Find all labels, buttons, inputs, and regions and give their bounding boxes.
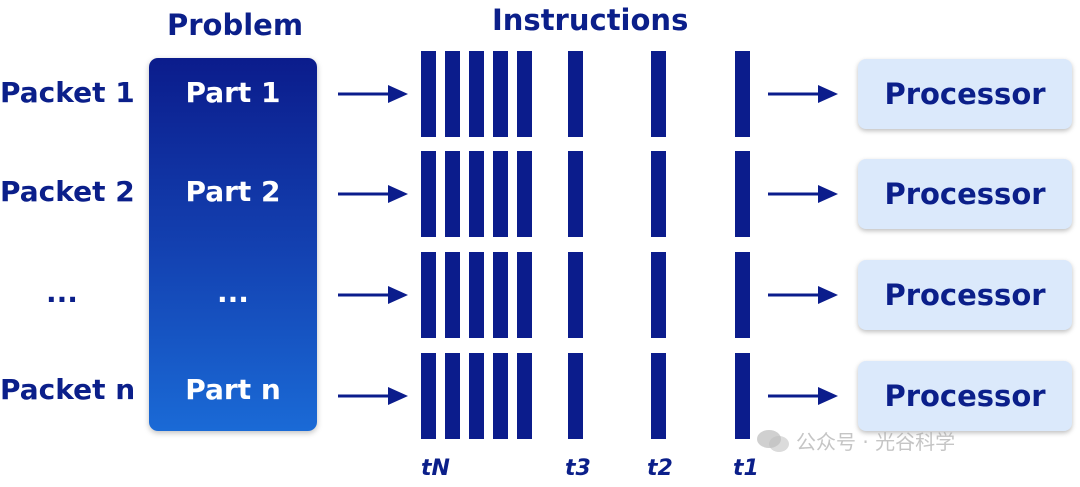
arrow-right-icon	[338, 286, 408, 304]
processor-box-4: Processor	[858, 361, 1072, 431]
instruction-bar	[493, 51, 508, 137]
problem-box: Part 1 Part 2 ... Part n	[149, 58, 317, 431]
time-label-tN: tN	[421, 456, 450, 481]
instruction-bar	[568, 51, 583, 137]
packet-label-2: Packet 2	[0, 175, 135, 208]
instruction-bar	[421, 151, 436, 237]
processor-label: Processor	[884, 278, 1046, 312]
instruction-bar	[421, 353, 436, 439]
instruction-bar	[568, 151, 583, 237]
instruction-bar	[568, 353, 583, 439]
part-label-ellipsis: ...	[217, 276, 249, 309]
instruction-bar	[517, 353, 532, 439]
instruction-bar	[421, 252, 436, 338]
watermark: 公众号 · 光谷科学	[756, 426, 955, 455]
instruction-bar	[445, 151, 460, 237]
instruction-bar	[651, 151, 666, 237]
packet-label-1: Packet 1	[0, 76, 135, 109]
problem-heading: Problem	[167, 8, 304, 42]
arrow-right-icon	[338, 85, 408, 103]
processor-label: Processor	[884, 77, 1046, 111]
processor-label: Processor	[884, 379, 1046, 413]
instruction-bar	[517, 151, 532, 237]
part-label-1: Part 1	[185, 76, 281, 109]
instruction-bar	[421, 51, 436, 137]
instruction-bar	[493, 353, 508, 439]
time-label-t1: t1	[733, 456, 759, 481]
arrow-right-icon	[338, 185, 408, 203]
arrow-right-icon	[768, 286, 838, 304]
instruction-bar	[469, 51, 484, 137]
instruction-bar	[651, 252, 666, 338]
instruction-bar	[493, 252, 508, 338]
arrow-right-icon	[768, 185, 838, 203]
instruction-bar	[493, 151, 508, 237]
processor-box-2: Processor	[858, 159, 1072, 229]
instruction-bar	[445, 51, 460, 137]
instruction-bar	[445, 252, 460, 338]
instruction-bar	[735, 151, 750, 237]
instruction-bar	[651, 353, 666, 439]
instruction-bar	[735, 252, 750, 338]
wechat-icon	[757, 429, 789, 452]
instruction-bar	[469, 252, 484, 338]
arrow-right-icon	[338, 387, 408, 405]
instructions-heading: Instructions	[492, 3, 689, 37]
processor-label: Processor	[884, 177, 1046, 211]
instruction-bar	[651, 51, 666, 137]
instruction-bar	[469, 353, 484, 439]
packet-label-n: Packet n	[0, 373, 136, 406]
processor-box-1: Processor	[858, 59, 1072, 129]
instruction-bar	[735, 51, 750, 137]
instruction-bar	[445, 353, 460, 439]
packet-label-ellipsis: ...	[46, 276, 78, 309]
instruction-bar	[517, 252, 532, 338]
arrow-right-icon	[768, 387, 838, 405]
watermark-text: 公众号 · 光谷科学	[796, 430, 956, 454]
processor-box-3: Processor	[858, 260, 1072, 330]
part-label-n: Part n	[185, 373, 281, 406]
time-label-t3: t3	[565, 456, 591, 481]
instruction-bar	[735, 353, 750, 439]
arrow-right-icon	[768, 85, 838, 103]
time-label-t2: t2	[647, 456, 673, 481]
instruction-bar	[568, 252, 583, 338]
part-label-2: Part 2	[185, 175, 281, 208]
instruction-bar	[469, 151, 484, 237]
instruction-bar	[517, 51, 532, 137]
